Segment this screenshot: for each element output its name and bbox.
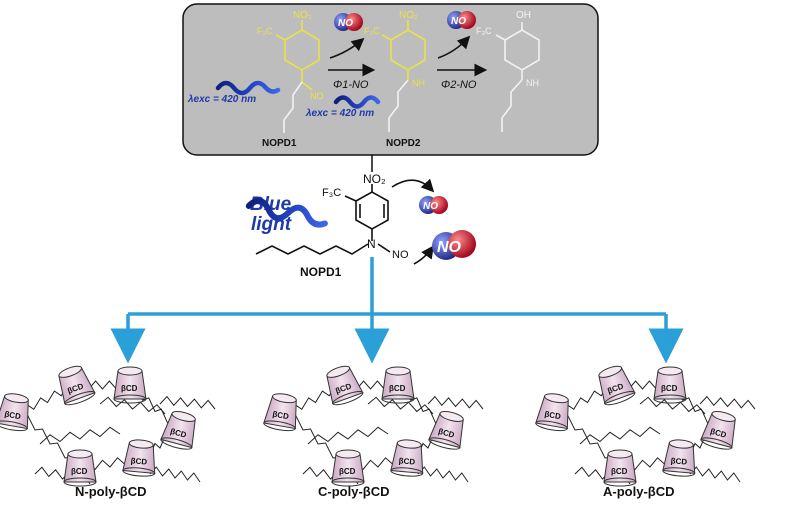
- cd-label: βCD: [398, 456, 415, 466]
- n-label-center: N: [367, 237, 376, 251]
- cd-label: βCD: [437, 427, 455, 440]
- cyclodextrin-icon: βCD: [122, 439, 156, 477]
- branch-arrows: [110, 257, 684, 364]
- oh-label: OH: [516, 10, 531, 21]
- cyclodextrin-icon: βCD: [598, 365, 636, 406]
- polymer-label-c: C-poly-βCD: [318, 484, 389, 499]
- release-arrow-no: [413, 245, 434, 265]
- compound-label-nopd1-top: NOPD1: [262, 138, 297, 149]
- svg-text:NO: NO: [423, 201, 438, 212]
- cyclodextrin-icon: βCD: [603, 449, 637, 487]
- cyclodextrin-icon: βCD: [331, 449, 365, 487]
- nopd2-structure: [381, 20, 426, 132]
- cd-label: βCD: [611, 467, 628, 476]
- light-wave-icon: [215, 80, 281, 96]
- no2-label-top-2: NO₂: [399, 10, 418, 21]
- cf3-label-top-3: F₃C: [476, 26, 492, 36]
- compound-label-nopd1-center: NOPD1: [300, 265, 342, 279]
- cyclodextrin-icon: βCD: [263, 393, 297, 432]
- cyclodextrin-icon: βCD: [113, 366, 147, 404]
- quantum-yield-2: Φ2-NO: [441, 79, 477, 91]
- cd-label: βCD: [670, 456, 687, 466]
- cf3-label-top-1: F₃C: [257, 26, 273, 36]
- no-molecule-icon: NO: [447, 11, 476, 29]
- polymer-c: βCD βCD βCD βCD βCD βCD: [263, 365, 484, 487]
- svg-text:NO: NO: [338, 18, 353, 29]
- release-arrow-2: [437, 35, 471, 59]
- nh-label-top-3: NH: [526, 78, 539, 88]
- cd-label: βCD: [389, 384, 406, 393]
- cf3-label-top-2: F₃C: [364, 26, 380, 36]
- cd-label: βCD: [709, 427, 727, 440]
- cf3-label-center: F₃C: [322, 187, 341, 199]
- cyclodextrin-icon: βCD: [160, 411, 196, 450]
- cyclodextrin-icon: βCD: [390, 439, 424, 477]
- polymer-a: βCD βCD βCD βCD βCD βCD: [535, 365, 756, 487]
- release-arrow-1: [329, 37, 365, 59]
- no-label-top-1: NO: [310, 91, 324, 101]
- cyclodextrin-icon: βCD: [58, 365, 96, 406]
- compound-label-nopd2: NOPD2: [386, 138, 421, 149]
- cd-label: βCD: [71, 467, 88, 476]
- photolysis-panel: NO₂ F₃C NO λexc = 420 nm Φ1-NO NO λexc =…: [182, 3, 599, 156]
- cd-label: βCD: [4, 409, 22, 421]
- cyclodextrin-icon: βCD: [662, 439, 696, 477]
- blue-light-wave-icon: [245, 197, 328, 228]
- cd-label: βCD: [544, 409, 562, 421]
- cd-label: βCD: [339, 467, 356, 476]
- cd-label: βCD: [169, 427, 187, 440]
- polymer-label-a: A-poly-βCD: [603, 484, 674, 499]
- center-structure: Blue light NO₂ F₃C N NO NOPD1 NO NO: [245, 172, 476, 279]
- cyclodextrin-icon: βCD: [63, 449, 97, 487]
- cyclodextrin-icon: βCD: [700, 411, 736, 450]
- excitation-label-1: λexc = 420 nm: [187, 94, 256, 105]
- no-label-center: NO: [392, 249, 409, 261]
- cyclodextrin-icon: βCD: [653, 366, 687, 404]
- nh-label-top-2: NH: [412, 78, 425, 88]
- excitation-label-2: λexc = 420 nm: [305, 108, 374, 119]
- release-arrow-no2: [391, 178, 435, 193]
- svg-text:NO: NO: [437, 239, 462, 256]
- polymer-n: βCD βCD βCD βCD βCD βCD: [0, 365, 216, 487]
- no-molecule-icon: NO: [419, 196, 448, 214]
- no2-label-top-1: NO₂: [293, 10, 312, 21]
- final-product-structure: [495, 22, 540, 132]
- no-molecule-large-icon: NO: [432, 230, 476, 260]
- svg-text:NO: NO: [451, 16, 466, 27]
- cyclodextrin-icon: βCD: [428, 411, 464, 450]
- nopd1-structure-top: [275, 20, 320, 133]
- cd-label: βCD: [661, 384, 678, 393]
- cyclodextrin-icon: βCD: [381, 366, 415, 404]
- cd-label: βCD: [121, 384, 138, 393]
- cyclodextrin-icon: βCD: [326, 365, 364, 406]
- cd-label: βCD: [272, 409, 290, 421]
- light-wave-icon: [333, 95, 381, 109]
- no2-label-center: NO₂: [363, 172, 386, 186]
- cd-label: βCD: [130, 456, 147, 466]
- cyclodextrin-icon: βCD: [0, 393, 29, 432]
- polymer-label-n: N-poly-βCD: [75, 484, 146, 499]
- no-molecule-icon: NO: [334, 13, 363, 31]
- quantum-yield-1: Φ1-NO: [333, 79, 369, 91]
- cyclodextrin-icon: βCD: [535, 393, 569, 432]
